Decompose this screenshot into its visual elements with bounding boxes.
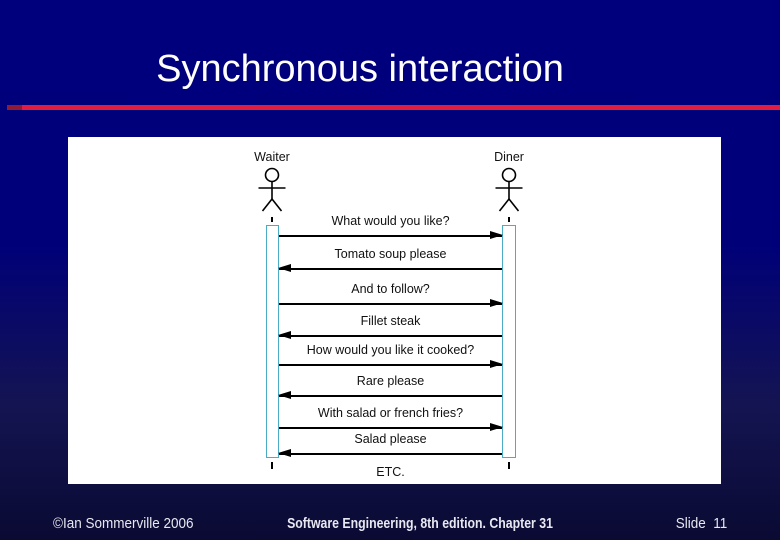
actor-diner: Diner (469, 150, 549, 216)
message-row: Rare please (278, 374, 502, 400)
message-label: How would you like it cooked? (306, 343, 475, 357)
message-row: And to follow? (279, 282, 503, 308)
message-label: What would you like? (331, 214, 450, 228)
title-underline (7, 105, 780, 110)
lifeline-dash (508, 462, 510, 469)
arrow-right-icon (279, 423, 503, 432)
message-row: With salad or french fries? (279, 406, 503, 432)
lifeline-dash (508, 217, 510, 222)
arrow-left-icon (278, 264, 502, 273)
sequence-diagram: Waiter Diner (68, 137, 721, 484)
arrow-left-icon (278, 449, 502, 458)
actor-waiter: Waiter (232, 150, 312, 216)
message-row: Salad please (278, 432, 502, 458)
message-label: With salad or french fries? (317, 406, 464, 420)
arrow-right-icon (279, 360, 503, 369)
lifeline-dash (271, 217, 273, 222)
stick-figure-icon (258, 167, 286, 212)
title-underline-cap (7, 105, 22, 110)
message-row: How would you like it cooked? (279, 343, 503, 369)
footer-slide-number: Slide 11 (675, 515, 727, 532)
arrow-right-icon (279, 299, 503, 308)
footer-copyright: ©Ian Sommerville 2006 (53, 515, 194, 532)
message-label: Rare please (356, 374, 425, 388)
message-row: Fillet steak (278, 314, 502, 340)
footer-book-title: Software Engineering, 8th edition. Chapt… (287, 515, 553, 532)
diner-activation-bar (502, 225, 516, 458)
message-row: What would you like? (279, 214, 503, 240)
message-row: Tomato soup please (278, 247, 502, 273)
message-label: Fillet steak (360, 314, 421, 328)
stick-figure-icon (495, 167, 523, 212)
message-label: And to follow? (351, 282, 430, 296)
message-label: Salad please (354, 432, 427, 446)
etc-label: ETC. (376, 465, 405, 479)
message-label: Tomato soup please (334, 247, 447, 261)
arrow-right-icon (279, 231, 503, 240)
waiter-activation-bar (266, 225, 279, 458)
arrow-left-icon (278, 331, 502, 340)
arrow-left-icon (278, 391, 502, 400)
lifeline-dash (271, 462, 273, 469)
actor-waiter-label: Waiter (254, 150, 290, 164)
actor-diner-label: Diner (494, 150, 524, 164)
slide-title: Synchronous interaction (156, 48, 564, 90)
